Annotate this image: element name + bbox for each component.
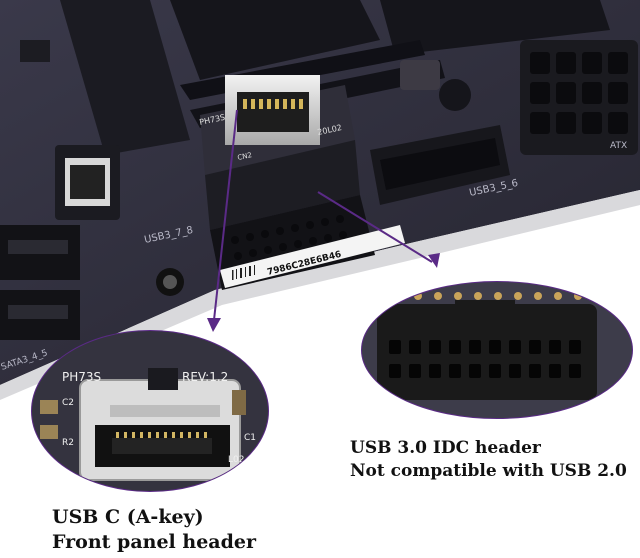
label-atx: ATX	[610, 141, 627, 151]
callout-arrows	[207, 109, 440, 332]
zoom-l02-label: L02	[228, 455, 244, 465]
capacitor-icon	[439, 79, 471, 111]
sata-ports	[0, 225, 80, 340]
zoom-model-label: PH73S	[62, 370, 101, 384]
arrowhead-usbc-icon	[207, 318, 221, 332]
zoom-rev-label: REV:1.2	[182, 370, 228, 384]
usb3-5-6-header-board	[370, 125, 510, 205]
usbc-caption-line1: USB C (A-key)	[52, 506, 204, 528]
usb3-caption-line1: USB 3.0 IDC header	[350, 438, 541, 458]
zoom-usb3-header	[361, 281, 633, 419]
serial-sticker	[220, 225, 405, 288]
atx-power-connector	[520, 40, 638, 155]
usbc-caption-line2: Front panel header	[52, 531, 256, 553]
usb3-caption-line2: Not compatible with USB 2.0	[350, 461, 627, 481]
adapter-cn2-label: CN2	[237, 151, 253, 162]
arrowhead-usb3-icon	[428, 253, 440, 268]
arrow-to-usbc	[213, 109, 238, 321]
zoom-usbc-header: PH73S REV:1.2 C2 R2 C1 L02	[31, 330, 269, 492]
zoom-c2-label: C2	[62, 398, 74, 408]
inductor	[400, 60, 440, 90]
arrow-to-usb3	[317, 191, 433, 263]
usbc-header-board	[55, 145, 120, 220]
zoom-c1-label: C1	[244, 433, 256, 443]
zoom-r2-label: R2	[62, 438, 74, 448]
